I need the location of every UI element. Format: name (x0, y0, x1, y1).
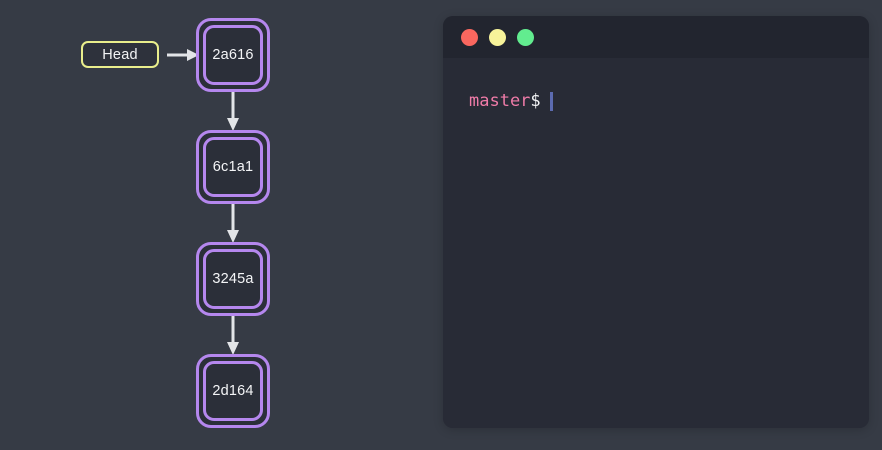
commit-hash: 6c1a1 (212, 159, 254, 175)
commit-node[interactable]: 2a616 (196, 18, 270, 92)
prompt-branch: master (469, 91, 531, 111)
arrow-down-icon (225, 204, 241, 244)
arrow-down-icon (225, 316, 241, 356)
prompt-sigil: $ (530, 91, 541, 111)
arrow-right-icon (167, 48, 201, 62)
terminal-cursor (549, 91, 553, 111)
head-pointer-label[interactable]: Head (81, 41, 159, 68)
commit-hash: 2a616 (212, 47, 254, 63)
commit-hash: 2d164 (212, 383, 254, 399)
commit-node[interactable]: 6c1a1 (196, 130, 270, 204)
commit-node-inner: 6c1a1 (203, 137, 263, 197)
commit-node-inner: 2a616 (203, 25, 263, 85)
terminal-body[interactable]: master$ (443, 58, 869, 428)
close-traffic-light-icon[interactable] (461, 28, 478, 46)
head-pointer-text: Head (102, 46, 138, 63)
terminal-prompt-line: master$ (469, 90, 869, 112)
commit-graph: Head 2a616 6c1a1 (0, 0, 430, 450)
minimize-traffic-light-icon[interactable] (489, 28, 506, 46)
commit-node[interactable]: 2d164 (196, 354, 270, 428)
terminal-window: master$ (443, 16, 869, 428)
arrow-down-icon (225, 92, 241, 132)
commit-node[interactable]: 3245a (196, 242, 270, 316)
terminal-title-bar (443, 16, 869, 58)
commit-node-inner: 3245a (203, 249, 263, 309)
maximize-traffic-light-icon[interactable] (517, 28, 534, 46)
commit-hash: 3245a (212, 271, 254, 287)
commit-node-inner: 2d164 (203, 361, 263, 421)
